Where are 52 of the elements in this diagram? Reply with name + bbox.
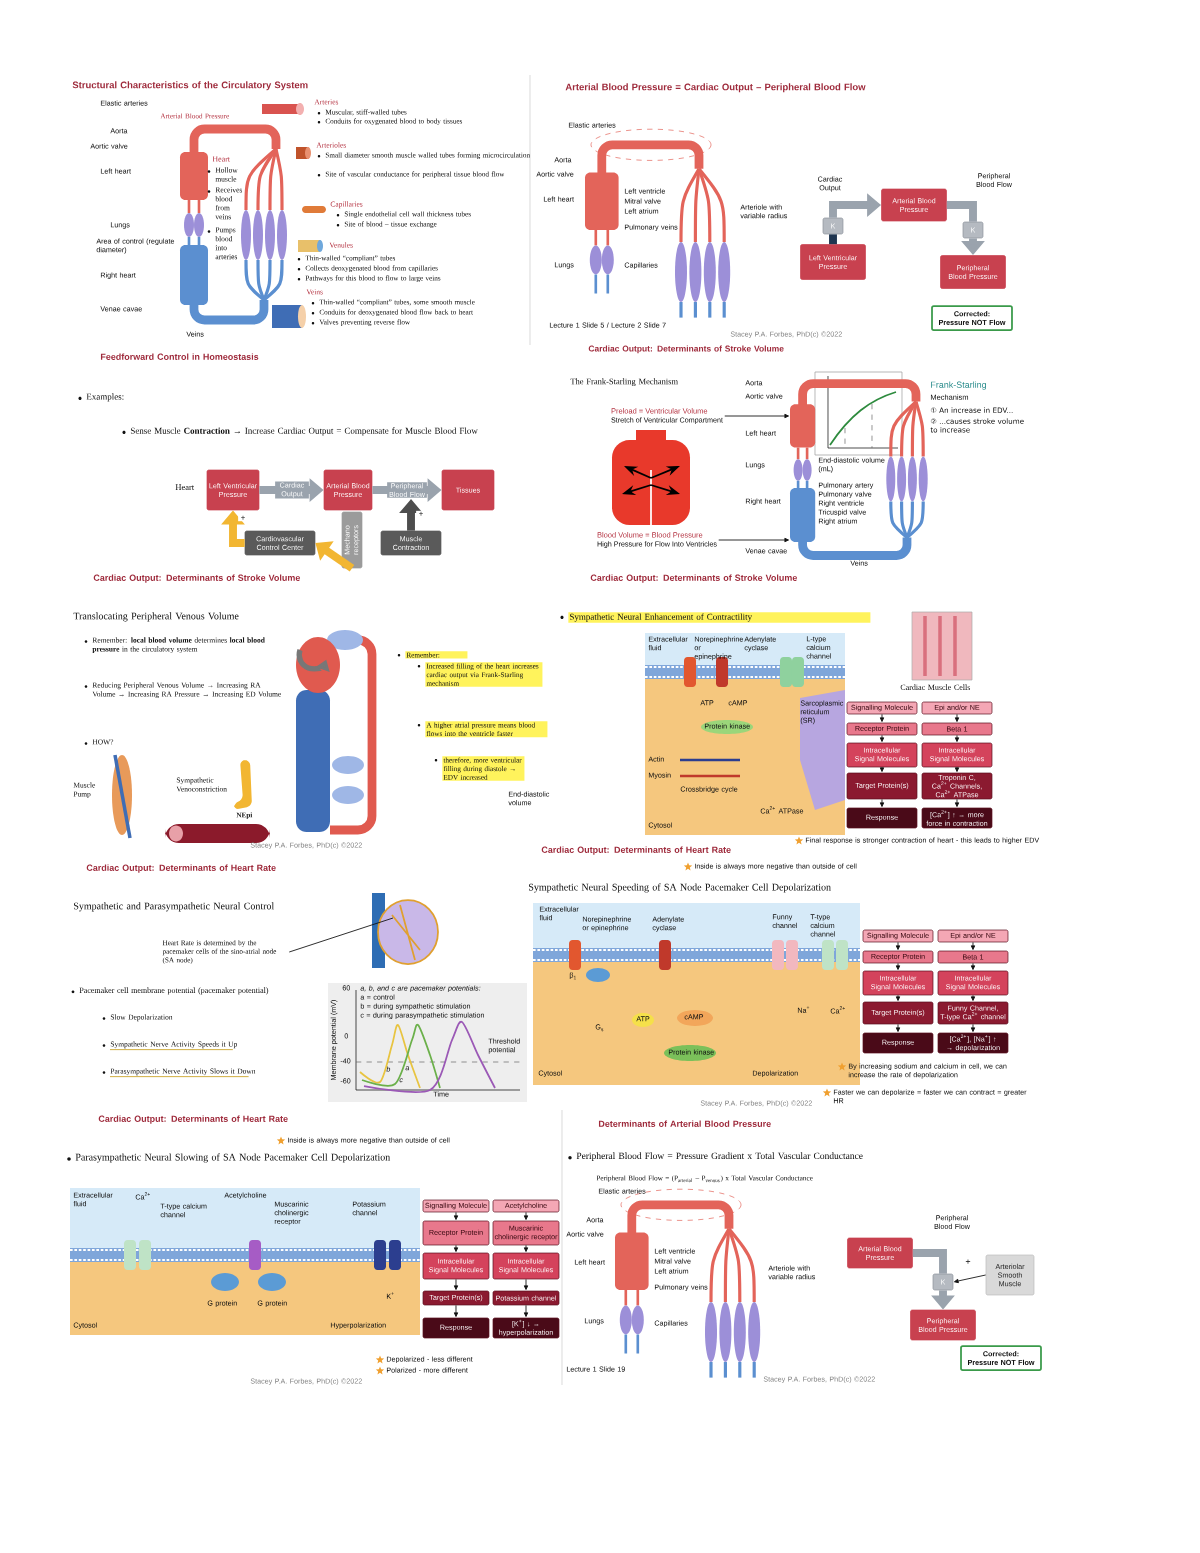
- arrow: [523, 1211, 529, 1220]
- slide-title: Cardiac Output: Determinants of Heart Rate: [98, 1115, 288, 1124]
- slide-title: Cardiac Output: Determinants of Heart Rate: [86, 864, 276, 873]
- arrow: [523, 1244, 529, 1252]
- arrow: [724, 413, 789, 419]
- arrow: [895, 941, 901, 950]
- arrow: [954, 798, 960, 807]
- edge-label: +: [963, 1258, 973, 1266]
- part-label: Heart: [175, 484, 195, 490]
- arrow: [879, 713, 885, 722]
- arrow: [954, 734, 960, 742]
- bullet-item: Parasympathetic Neural Slowing of SA Node Pacemaker Cell Depolarization: [67, 1153, 391, 1163]
- slide-title: Feedforward Control in Homeostasis: [100, 353, 259, 360]
- heading: Frank-Starling: [931, 381, 987, 390]
- arrow: [879, 798, 885, 807]
- arrow: [954, 713, 960, 722]
- arrow: [453, 1304, 459, 1317]
- arrow: [879, 734, 885, 742]
- slide-title: Cardiac Output: Determinants of Heart Rate: [541, 846, 731, 855]
- arrow: [954, 766, 960, 772]
- connector-line: [288, 917, 394, 953]
- heading: Sympathetic Neural Speeding of SA Node Pacemaker Cell Depolarization: [529, 883, 831, 893]
- arrow: [523, 1278, 529, 1290]
- arrow: [895, 962, 901, 970]
- slide-title: Cardiac Output: Determinants of Stroke Volume: [590, 574, 797, 583]
- arrow: [895, 994, 901, 1001]
- arrow: [895, 1023, 901, 1032]
- arrow: [315, 541, 355, 572]
- slide-title: Structural Characteristics of the Circulatory System: [72, 81, 308, 91]
- arrow: [970, 994, 976, 1001]
- arrow: [970, 1023, 976, 1032]
- slide-title: Arterial Blood Pressure = Cardiac Output – Peripheral Blood Flow: [565, 83, 866, 93]
- heading: The Frank-Starling Mechanism: [570, 378, 678, 387]
- slide-title: Cardiac Output: Determinants of Stroke Volume: [93, 574, 300, 583]
- arrow: [453, 1278, 459, 1290]
- heading: Translocating Peripheral Venous Volume: [73, 612, 239, 622]
- arrow: [879, 766, 885, 772]
- bullet-item: Peripheral Blood Flow = Pressure Gradient x Total Vascular Conductance: [568, 1152, 863, 1161]
- arrow: [453, 1211, 459, 1220]
- arrow: [718, 537, 789, 543]
- slide-title: Cardiac Output: Determinants of Stroke Volume: [588, 345, 784, 354]
- arrow: [970, 962, 976, 970]
- arrow: [954, 1274, 987, 1284]
- bullet-item: Sympathetic Neural Enhancement of Contractility: [560, 612, 871, 623]
- slide-title: Determinants of Arterial Blood Pressure: [598, 1120, 771, 1127]
- circulation-drawing: [790, 379, 928, 560]
- arrow: [523, 1304, 529, 1317]
- bullet-item: Examples:: [78, 393, 124, 402]
- arrow: [970, 941, 976, 950]
- bullet-item: Sense Muscle Contraction → Increase Cardiac Output = Compensate for Muscle Blood Flow: [122, 427, 478, 436]
- heading: Sympathetic and Parasympathetic Neural Control: [74, 902, 274, 912]
- arrow: [453, 1244, 459, 1252]
